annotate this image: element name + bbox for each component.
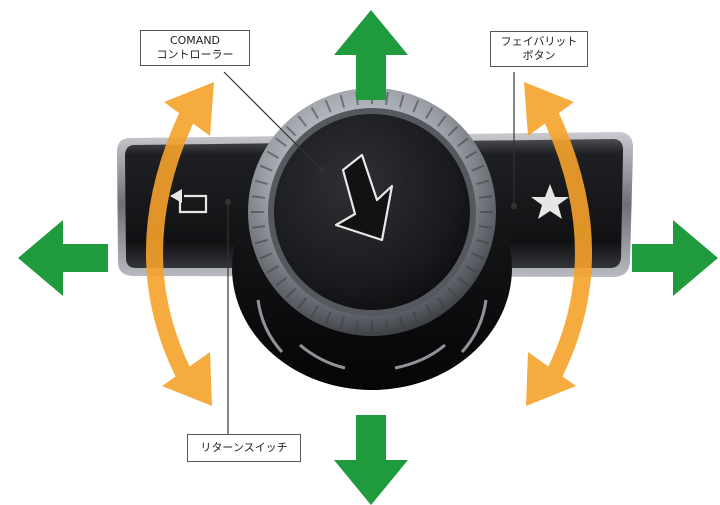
knurl-tick [476,179,490,186]
callout-lines [223,71,518,434]
rotate-arrow-right [540,106,592,387]
knurl-tick [385,318,389,333]
arrow-right [632,220,718,296]
knurl-tick [310,106,319,119]
knurl-tick [297,297,308,309]
knurl-tick [275,276,287,287]
knurl-tick [476,238,490,245]
star-icon [531,184,569,219]
knurl-tick [259,252,273,260]
knurl-tick [478,225,493,229]
knurl-tick [398,94,405,108]
knurl-tick [266,265,279,274]
knurl-tick [398,316,405,330]
return-label-text: リターンスイッチ [200,441,288,454]
knurl-tick [436,115,447,127]
arrow-down [334,415,408,505]
return-arrow-icon [178,194,208,214]
knurl-tick [275,137,287,148]
knurl-tick [412,311,420,325]
comand-controller-label: COMAND コントローラー [140,30,250,66]
favorite-label-line1: フェイバリット [500,35,578,48]
knurl-tick [471,252,485,260]
knurl-tick [254,238,268,245]
comand-label-line2: コントローラー [156,48,234,61]
knurl-tick [447,287,459,299]
rotation-arrows [146,82,592,406]
knurl-tick [478,195,493,199]
knurl-tick [324,311,332,325]
arrow-left [18,220,108,296]
knurl-tick [412,99,420,113]
knob-knurling [251,91,493,333]
knurl-tick [297,115,308,127]
knurl-tick [425,305,434,318]
knurl-tick [254,179,268,186]
comand-label-line1: COMAND [169,34,221,47]
knurl-tick [425,106,434,119]
knurl-tick [457,137,469,148]
knurl-tick [355,318,359,333]
return-arrowhead [170,189,182,203]
knurl-tick [324,99,332,113]
knurl-tick [385,91,389,106]
knurl-tick [339,316,346,330]
knurl-tick [266,150,279,159]
knurl-tick [285,287,297,299]
knurl-tick [310,305,319,318]
knurl-tick [436,297,447,309]
knurl-tick [251,225,266,229]
knurl-tick [285,125,297,137]
knurl-tick [251,195,266,199]
knob-lower-ridges [256,299,488,370]
favorite-button-label: フェイバリット ボタン [490,31,588,67]
arrow-up [334,10,408,100]
favorite-label-line2: ボタン [522,49,556,62]
return-switch-label: リターンスイッチ [187,434,301,462]
knurl-tick [457,276,469,287]
press-down-arrow-icon [334,153,394,242]
knurl-tick [259,164,273,172]
direction-arrows [18,10,718,505]
knurl-tick [471,164,485,172]
knurl-tick [339,94,346,108]
callout-comand [223,71,323,171]
rotate-arrow-left [146,106,198,387]
knurl-tick [465,265,478,274]
knurl-tick [447,125,459,137]
knurl-tick [465,150,478,159]
